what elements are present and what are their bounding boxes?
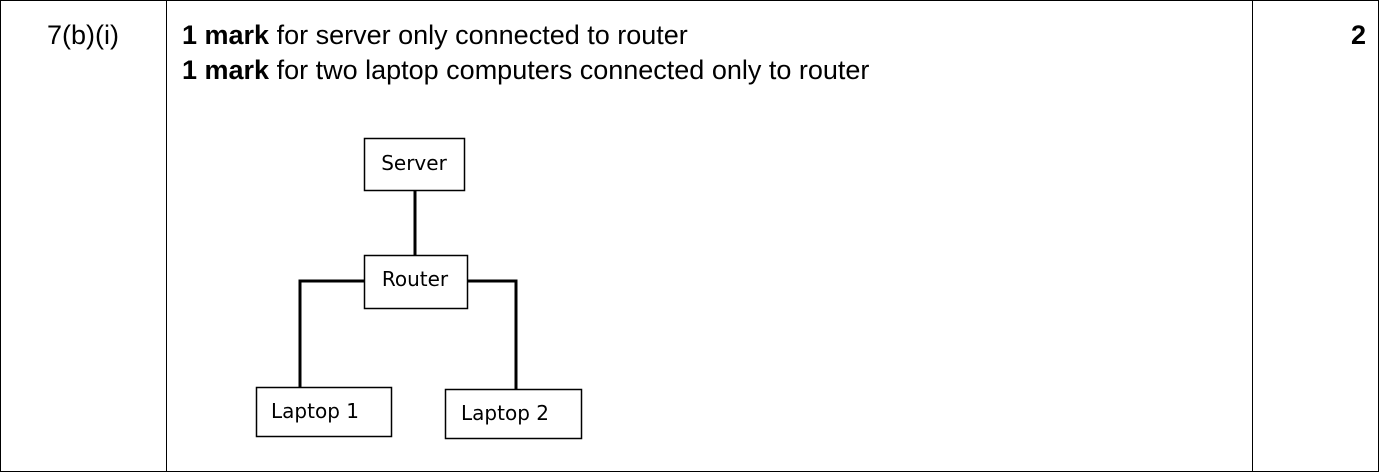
laptop1-box bbox=[255, 386, 393, 438]
mark-point-1-text: for server only connected to router bbox=[269, 20, 688, 50]
mark-point-1: 1 mark for server only connected to rout… bbox=[182, 18, 869, 53]
router-label: Router bbox=[382, 267, 449, 291]
laptop1-label: Laptop 1 bbox=[271, 399, 359, 423]
mark-point-2-text: for two laptop computers connected only … bbox=[269, 55, 870, 85]
server-label: Server bbox=[381, 151, 447, 175]
router-box bbox=[363, 254, 469, 310]
link-router-laptop1 bbox=[298, 279, 364, 388]
laptop2-label: Laptop 2 bbox=[461, 401, 549, 425]
column-divider-1 bbox=[166, 0, 167, 472]
laptop2-box bbox=[444, 388, 583, 440]
mark-scheme-text: 1 mark for server only connected to rout… bbox=[182, 18, 869, 88]
column-divider-2 bbox=[1252, 0, 1253, 472]
mark-point-1-marks: 1 mark bbox=[182, 20, 270, 50]
server-box bbox=[363, 137, 466, 192]
mark-point-2: 1 mark for two laptop computers connecte… bbox=[182, 53, 869, 88]
question-number: 7(b)(i) bbox=[47, 20, 119, 50]
mark-point-2-marks: 1 mark bbox=[182, 55, 270, 85]
total-marks: 2 bbox=[1350, 20, 1366, 50]
link-router-laptop2 bbox=[467, 279, 518, 389]
